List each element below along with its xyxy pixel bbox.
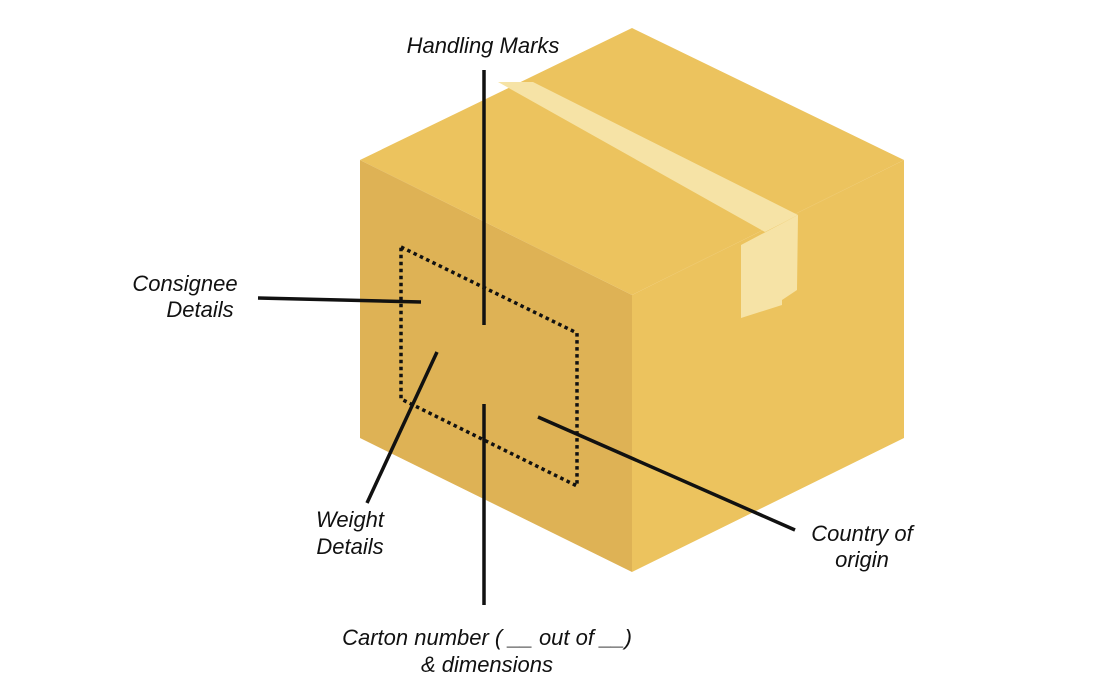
packing-tape [498, 82, 798, 318]
weight-label-line1: Weight [316, 507, 385, 532]
cardboard-box [360, 28, 904, 572]
country-label-line1: Country of [811, 521, 915, 546]
carton-number-label-line1: Carton number ( __ out of __) [342, 625, 632, 650]
weight-label-line2: Details [316, 534, 383, 559]
carton-number-label-line2: & dimensions [421, 652, 553, 677]
consignee-label-line2: Details [166, 297, 233, 322]
consignee-label-line1: Consignee [132, 271, 237, 296]
tape-top [498, 82, 798, 232]
box-front-face [360, 160, 632, 572]
country-label-line2: origin [835, 547, 889, 572]
leader-lines [257, 70, 796, 605]
consignee-line [257, 296, 422, 304]
tape-side-flap [741, 215, 798, 318]
box-side-face [632, 160, 904, 572]
handling-marks-label: Handling Marks [407, 33, 560, 58]
label-area-outline [399, 244, 579, 489]
country-line [537, 415, 796, 532]
weight-line [365, 351, 439, 504]
box-top-face [360, 28, 904, 295]
